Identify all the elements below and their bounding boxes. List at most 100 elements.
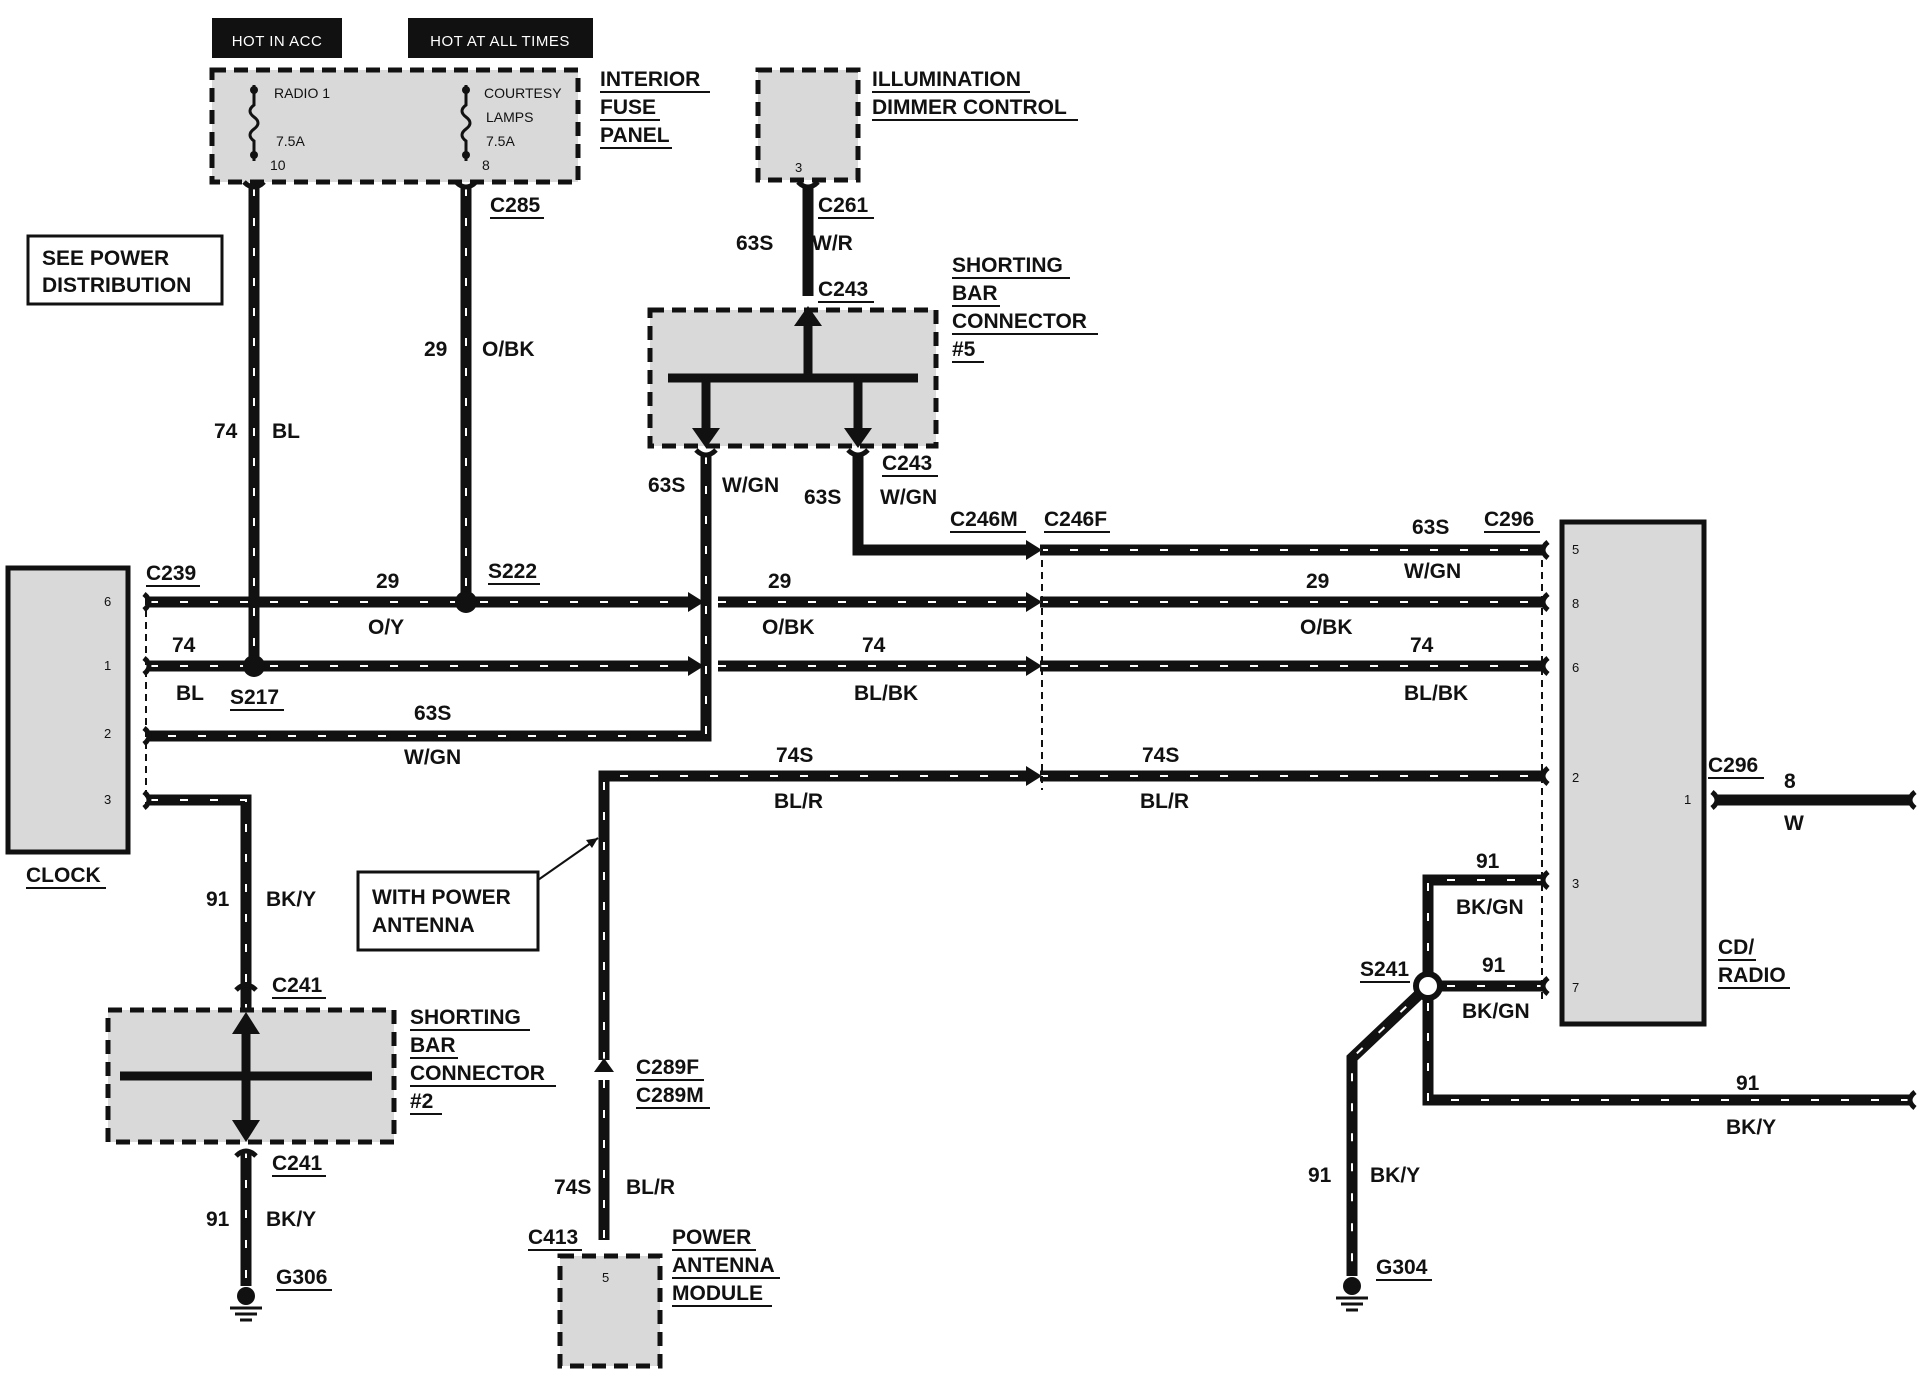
color-blr-vertical: BL/R bbox=[626, 1176, 675, 1199]
circuit-labels: 74 BL 29 O/BK 63S W/R 63S W/GN 63S W/GN … bbox=[172, 232, 1804, 1231]
hot-in-acc-label: HOT IN ACC bbox=[232, 33, 323, 50]
circ-63s-wr: 63S bbox=[736, 232, 773, 255]
with-antenna-l2: ANTENNA bbox=[372, 914, 475, 937]
color-bky-c: BK/Y bbox=[1726, 1116, 1776, 1139]
fuse-radio-1-symbol bbox=[248, 85, 260, 161]
label-c261: C261 bbox=[818, 194, 869, 217]
hot-at-all-times-label: HOT AT ALL TIMES bbox=[430, 33, 570, 50]
circ-91-c: 91 bbox=[1736, 1072, 1760, 1095]
splice-s217 bbox=[243, 655, 265, 677]
label-g306: G306 bbox=[276, 1266, 327, 1289]
circ-74s-b: 74S bbox=[1142, 744, 1179, 767]
shorting2-title-1: SHORTING bbox=[410, 1006, 521, 1029]
label-c413: C413 bbox=[528, 1226, 578, 1249]
label-c296-top: C296 bbox=[1484, 508, 1534, 531]
circ-91-b: 91 bbox=[1482, 954, 1506, 977]
antenna-module-pin: 5 bbox=[602, 1270, 609, 1285]
dimmer-title-2: DIMMER CONTROL bbox=[872, 96, 1067, 119]
fuse1-name: RADIO 1 bbox=[274, 85, 330, 101]
power-antenna-module-box bbox=[557, 1253, 663, 1369]
color-wgn-right: W/GN bbox=[880, 486, 937, 509]
color-obk-b: O/BK bbox=[762, 616, 815, 639]
fuse2-rating: 7.5A bbox=[486, 133, 515, 149]
circ-74-a: 74 bbox=[172, 634, 196, 657]
color-oy: O/Y bbox=[368, 616, 404, 639]
label-c243-top: C243 bbox=[818, 278, 868, 301]
connector-forks bbox=[142, 180, 1917, 1158]
c246m-arrows bbox=[594, 540, 1042, 1072]
color-bl-a: BL bbox=[176, 682, 204, 705]
shorting2-title-3: CONNECTOR bbox=[410, 1062, 545, 1085]
fuse-courtesy-lamps-symbol bbox=[460, 85, 472, 161]
fuse2-name-l1: COURTESY bbox=[484, 85, 562, 101]
label-c289m: C289M bbox=[636, 1084, 704, 1107]
circ-74s-vertical: 74S bbox=[554, 1176, 591, 1199]
clock-box bbox=[5, 565, 131, 855]
clock-pin-1: 1 bbox=[104, 658, 111, 673]
clock-pin-3: 3 bbox=[104, 792, 111, 807]
fuse-panel-title-1: INTERIOR bbox=[600, 68, 700, 91]
ground-g304-icon bbox=[1336, 1277, 1368, 1312]
shorting5-title-3: CONNECTOR bbox=[952, 310, 1087, 333]
color-wgn-bottom: W/GN bbox=[404, 746, 461, 769]
fuse2-name-l2: LAMPS bbox=[486, 109, 533, 125]
with-antenna-l1: WITH POWER bbox=[372, 886, 511, 909]
interior-fuse-panel-box bbox=[209, 67, 581, 185]
radio-pin-1: 1 bbox=[1684, 792, 1691, 807]
color-blbk-b: BL/BK bbox=[854, 682, 918, 705]
with-power-antenna-box bbox=[356, 870, 540, 952]
label-g304: G304 bbox=[1376, 1256, 1428, 1279]
see-power-l2: DISTRIBUTION bbox=[42, 274, 191, 297]
label-s241: S241 bbox=[1360, 958, 1409, 981]
circ-29-a: 29 bbox=[376, 570, 399, 593]
circ-91-a: 91 bbox=[1476, 850, 1500, 873]
radio-title-2: RADIO bbox=[1718, 964, 1786, 987]
antenna-module-title-2: ANTENNA bbox=[672, 1254, 775, 1277]
radio-pin-6: 6 bbox=[1572, 660, 1579, 675]
label-c296-right: C296 bbox=[1708, 754, 1758, 777]
shorting2-title-2: BAR bbox=[410, 1034, 456, 1057]
circ-91-g304: 91 bbox=[1308, 1164, 1332, 1187]
circ-63s-bottom: 63S bbox=[414, 702, 451, 725]
see-power-l1: SEE POWER bbox=[42, 247, 169, 270]
circ-29-vertical: 29 bbox=[424, 338, 447, 361]
hot-in-acc-header bbox=[212, 18, 342, 58]
splice-s241 bbox=[1413, 971, 1443, 1001]
clock-pin-2: 2 bbox=[104, 726, 111, 741]
dimmer-control-box bbox=[755, 67, 861, 183]
circ-8: 8 bbox=[1784, 770, 1796, 793]
cd-radio-box bbox=[1559, 519, 1707, 1027]
color-bkgn-b: BK/GN bbox=[1462, 1000, 1530, 1023]
dimmer-title-1: ILLUMINATION bbox=[872, 68, 1021, 91]
color-wgn-left: W/GN bbox=[722, 474, 779, 497]
connector-labels: C285 C261 C243 C243 C246M C246F C296 C29… bbox=[146, 194, 1764, 1291]
label-s217: S217 bbox=[230, 686, 279, 709]
circ-63s-left: 63S bbox=[648, 474, 685, 497]
label-s222: S222 bbox=[488, 560, 537, 583]
label-c246m: C246M bbox=[950, 508, 1018, 531]
circ-74s-a: 74S bbox=[776, 744, 813, 767]
radio-pin-8: 8 bbox=[1572, 596, 1579, 611]
label-c241-top: C241 bbox=[272, 974, 323, 997]
label-c289f: C289F bbox=[636, 1056, 699, 1079]
hot-at-all-times-header bbox=[408, 18, 593, 58]
fuse2-pin: 8 bbox=[482, 157, 490, 173]
color-bky-g304: BK/Y bbox=[1370, 1164, 1420, 1187]
color-obk-c: O/BK bbox=[1300, 616, 1353, 639]
radio-pin-7: 7 bbox=[1572, 980, 1579, 995]
color-bky-clock: BK/Y bbox=[266, 888, 316, 911]
shorting5-title-1: SHORTING bbox=[952, 254, 1063, 277]
color-bky-g306: BK/Y bbox=[266, 1208, 316, 1231]
label-c246f: C246F bbox=[1044, 508, 1107, 531]
shorting5-title-4: #5 bbox=[952, 338, 976, 361]
shorting5-title-2: BAR bbox=[952, 282, 998, 305]
color-wr: W/R bbox=[812, 232, 853, 255]
circ-74-vertical: 74 bbox=[214, 420, 238, 443]
color-bl-vertical: BL bbox=[272, 420, 300, 443]
color-blr-a: BL/R bbox=[774, 790, 823, 813]
wires bbox=[150, 188, 1910, 1286]
radio-pin-3: 3 bbox=[1572, 876, 1579, 891]
color-blr-b: BL/R bbox=[1140, 790, 1189, 813]
shorting2-title-4: #2 bbox=[410, 1090, 433, 1113]
